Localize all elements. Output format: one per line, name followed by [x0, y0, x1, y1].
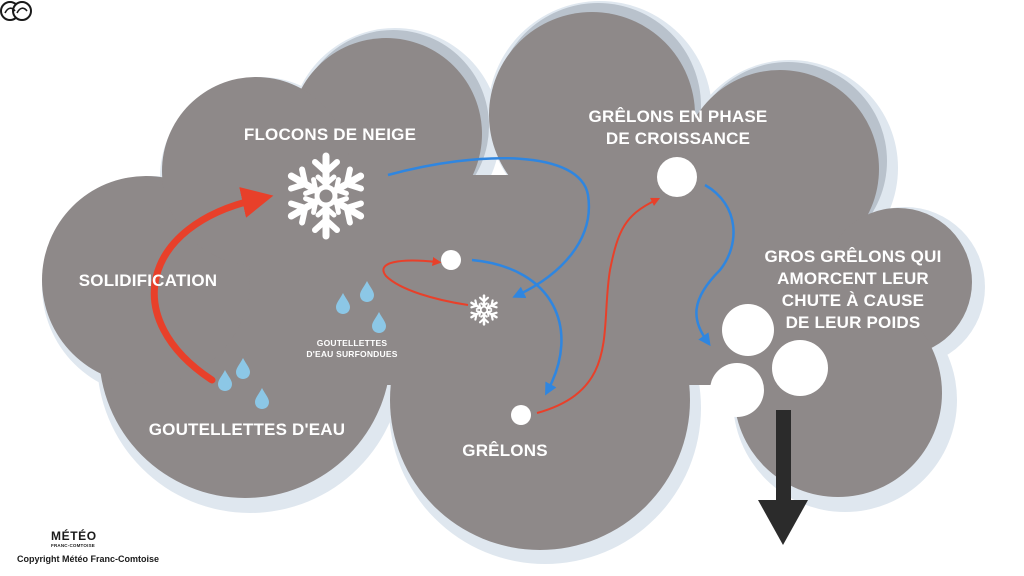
label-goutelettes-surfondues: GOUTELLETTES D'EAU SURFONDUES	[292, 338, 412, 360]
label-line: D'EAU SURFONDUES	[306, 349, 398, 359]
hailstone-icon	[772, 340, 828, 396]
brand: MÉTÉO FRANC-COMTOISE	[51, 530, 97, 549]
label-line: GOUTELLETTES	[316, 338, 388, 348]
grelons-up-arrow	[536, 197, 661, 414]
label-flocons-de-neige: FLOCONS DE NEIGE	[243, 125, 417, 144]
hailstone-icon	[657, 157, 697, 197]
brand-subtitle: FRANC-COMTOISE	[51, 543, 95, 548]
solidification-arrow	[150, 187, 274, 384]
arrows	[150, 156, 735, 414]
copyright-text: Copyright Météo Franc-Comtoise	[17, 554, 160, 564]
label-solidification: SOLIDIFICATION	[78, 271, 218, 290]
label-line: DE CROISSANCE	[605, 129, 751, 148]
label-line: GROS GRÊLONS QUI	[764, 247, 942, 266]
brand-logo-icon	[0, 1, 32, 21]
label-grelons-en-croissance: GRÊLONS EN PHASE DE CROISSANCE	[578, 106, 778, 150]
label-goutelettes-d-eau: GOUTELLETTES D'EAU	[148, 420, 346, 439]
label-grelons: GRÊLONS	[462, 441, 548, 460]
label-line: AMORCENT LEUR	[777, 269, 929, 288]
hailstone-icon	[511, 405, 531, 425]
growing-to-big-hail-arrow	[695, 183, 735, 347]
label-line: DE LEUR POIDS	[785, 313, 921, 332]
label-gros-grelons: GROS GRÊLONS QUI AMORCENT LEUR CHUTE À C…	[748, 246, 958, 334]
down-arrow-icon	[758, 410, 808, 545]
label-line: CHUTE À CAUSE	[781, 291, 925, 310]
hailstone-icon	[710, 363, 764, 417]
snow-to-small-flake-arrow	[387, 156, 591, 298]
supercooled-to-hail-arrow	[382, 257, 469, 306]
hailstones	[441, 157, 828, 425]
brand-name: MÉTÉO	[51, 529, 97, 543]
small-hail-to-grelons-arrow	[471, 258, 563, 396]
label-line: GRÊLONS EN PHASE	[588, 107, 768, 126]
hailstone-icon	[722, 304, 774, 356]
hailstone-icon	[441, 250, 461, 270]
